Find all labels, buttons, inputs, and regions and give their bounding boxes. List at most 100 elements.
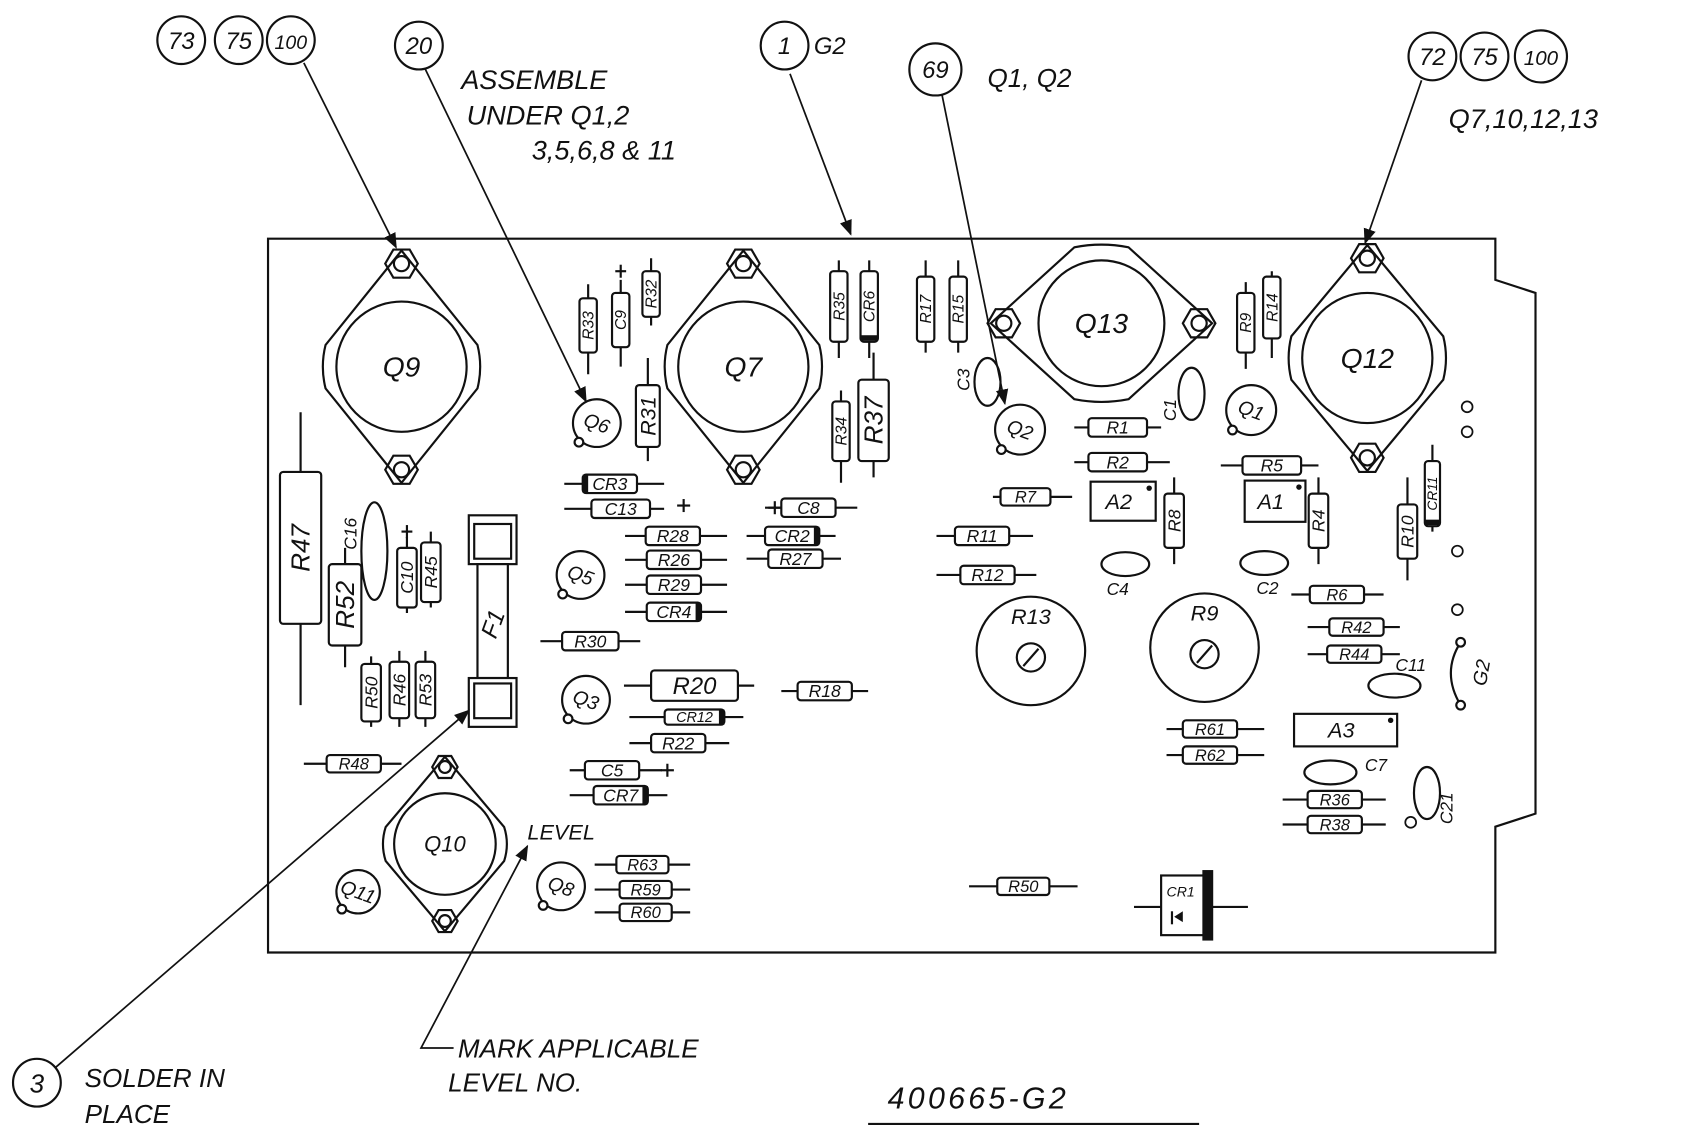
component-label: C5: [601, 760, 624, 780]
component-label: R9: [1191, 601, 1219, 626]
capacitor-c7: C7: [1303, 755, 1388, 786]
part-r17: R17: [915, 260, 936, 353]
component-label: G2: [1469, 658, 1495, 688]
component-label: R38: [1320, 816, 1351, 834]
component-label: R45: [421, 556, 441, 588]
part-cr2-7: CR2: [746, 525, 836, 547]
adjust-slot-icon: [1196, 644, 1213, 664]
component-label: CR12: [676, 710, 713, 726]
mounting-nut-icon: [986, 308, 1022, 339]
component-label: R50: [361, 676, 381, 708]
part-r31: R31: [634, 358, 661, 462]
component-label: CR3: [592, 474, 627, 494]
part-r11-25: R11: [936, 525, 1034, 547]
component-label: C13: [605, 499, 637, 519]
part-r6-27: R6: [1291, 584, 1384, 604]
component-label: R29: [658, 575, 690, 595]
callout-top-left: 73 75 100: [156, 15, 316, 66]
component-label: Q12: [1341, 342, 1395, 374]
component-label: A1: [1255, 489, 1284, 514]
component-label: R46: [389, 674, 409, 706]
component-label: R4: [1309, 509, 1329, 532]
component-label: R5: [1261, 456, 1284, 476]
diode-cr1: CR1: [1133, 870, 1248, 941]
part-r29-4: R29: [625, 574, 728, 596]
part-c5-13: C5: [569, 759, 662, 781]
callout-69-balloon: [908, 42, 963, 97]
mounting-nut-icon: [383, 248, 420, 279]
part-r34: R34: [831, 390, 851, 483]
component-label: R33: [581, 311, 598, 340]
component-label: R52: [330, 580, 360, 628]
test-pad: [1460, 400, 1474, 414]
component-label: R35: [831, 292, 848, 321]
component-label: R6: [1326, 586, 1348, 604]
note-mark-2: LEVEL NO.: [448, 1067, 582, 1097]
power-transistor-q13: Q13: [986, 243, 1217, 404]
mounting-nut-icon: [430, 754, 459, 780]
drawing-number: 400665-G2: [888, 1082, 1069, 1116]
part-r60-19: R60: [594, 902, 691, 922]
component-label: R10: [1398, 515, 1418, 547]
component-label: CR1: [1167, 884, 1195, 900]
power-transistor-q7: Q7: [663, 248, 824, 485]
part-cr11: CR11: [1423, 444, 1442, 532]
part-r27-8: R27: [746, 548, 841, 570]
power-transistor-q12: Q12: [1287, 243, 1448, 473]
ic-a2: A2: [1089, 480, 1157, 522]
callout-69-note: Q1, Q2: [987, 63, 1071, 93]
part-r52: R52: [327, 547, 363, 668]
component-label: R13: [1011, 604, 1051, 629]
note-mark-1: MARK APPLICABLE: [458, 1034, 699, 1064]
polarity-plus-icon: [615, 264, 627, 278]
part-r9: R9: [1235, 282, 1256, 369]
trimpot-r13: R13: [975, 595, 1087, 707]
part-r44-29: R44: [1307, 644, 1400, 664]
note-assemble-2: UNDER Q1,2: [467, 100, 630, 131]
component-label: R9: [1238, 312, 1255, 332]
part-c10: C10: [396, 537, 418, 613]
component-label: R22: [662, 733, 694, 753]
component-label: R1: [1107, 418, 1129, 438]
callout-73: 73: [168, 28, 195, 55]
note-assemble-3: 3,5,6,8 & 11: [532, 134, 676, 165]
component-label: R28: [657, 526, 689, 546]
callout-1: 1: [778, 33, 791, 60]
component-label: R62: [1195, 747, 1225, 765]
part-r63-17: R63: [594, 854, 691, 874]
component-label: R37: [859, 395, 889, 444]
component-label: CR11: [1425, 477, 1440, 511]
component-label: C11: [1395, 655, 1426, 675]
mounting-nut-icon: [725, 248, 761, 279]
part-r12-26: R12: [936, 564, 1037, 586]
diode-arrow-icon: [1174, 911, 1183, 923]
part-c13-1: C13: [564, 498, 665, 520]
component-label: C3: [954, 368, 974, 391]
part-r62-31: R62: [1166, 745, 1265, 765]
component-label: C2: [1256, 578, 1279, 598]
component-label: R30: [574, 631, 606, 651]
capacitor-c16: C16: [341, 501, 389, 602]
part-r5-24: R5: [1220, 455, 1319, 476]
part-r7-23: R7: [992, 487, 1073, 507]
jumper-g2: G2: [1449, 636, 1495, 711]
callout-1-balloon: [759, 20, 810, 71]
component-label: R7: [1015, 489, 1037, 507]
component-label: R42: [1341, 619, 1371, 637]
component-label: CR2: [775, 526, 810, 546]
component-label: R48: [339, 756, 370, 774]
component-label: R53: [416, 674, 436, 706]
callout-3-balloon: [11, 1057, 62, 1108]
capacitor-c4: C4: [1100, 551, 1151, 599]
component-label: R47: [286, 522, 316, 571]
polarity-plus-icon: [768, 501, 782, 515]
callout-72: 72: [1419, 44, 1446, 71]
component-label: R15: [951, 295, 968, 324]
part-r22-12: R22: [629, 732, 730, 754]
component-label: R8: [1164, 509, 1184, 532]
part-r53: R53: [414, 650, 437, 727]
component-label: C8: [797, 498, 820, 518]
component-label: R11: [967, 526, 998, 546]
power-transistor-q10: Q10: [381, 754, 508, 934]
